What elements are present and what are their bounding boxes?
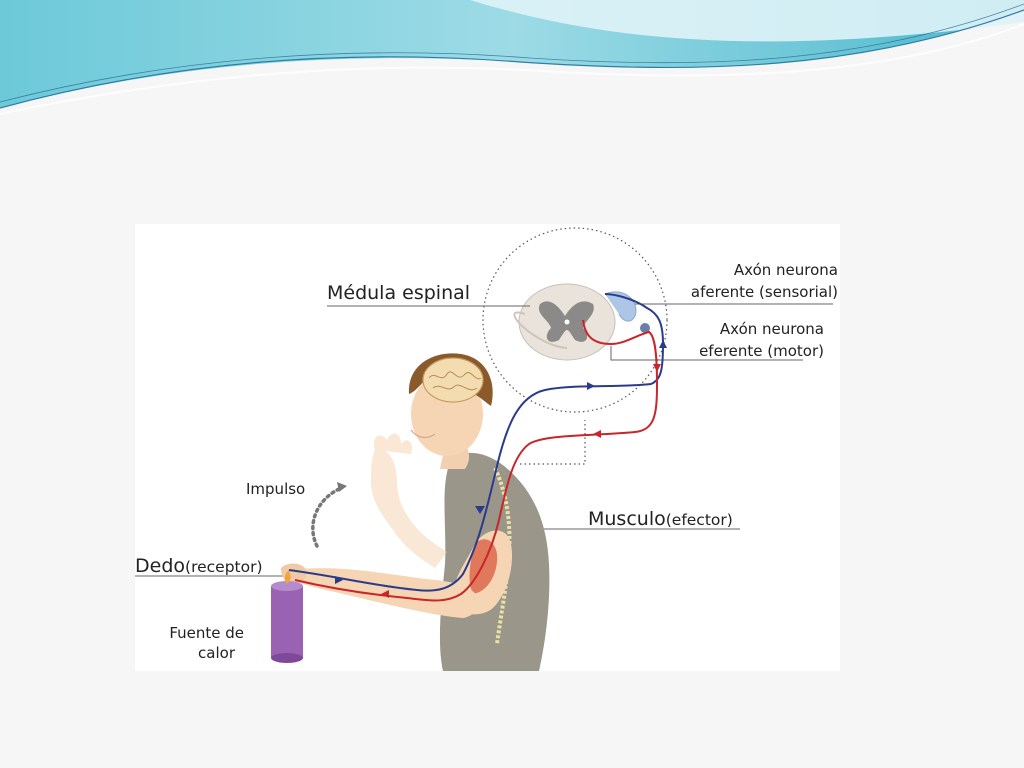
efferent-leader-line [610, 346, 803, 361]
reflex-arc-illustration [135, 227, 833, 671]
spinal-cord-cross-section [513, 283, 616, 361]
magnification-connector [520, 420, 586, 465]
muscle-highlight [469, 539, 498, 594]
afferent-nerve-path [288, 293, 665, 592]
header-wave-decoration [0, 0, 1024, 115]
label-musculo: Musculo(efector) [588, 510, 733, 529]
efferent-direction-markers [381, 364, 661, 598]
flame-icon [284, 570, 291, 584]
head [408, 353, 493, 456]
label-musculo-main: Musculo [588, 508, 666, 530]
afferent-direction-markers [335, 340, 667, 584]
label-heat-line1: Fuente de [169, 624, 244, 642]
raised-hand-ghost [371, 433, 447, 568]
label-heat-line2: calor [198, 644, 235, 662]
magnification-circle [482, 227, 668, 413]
label-afferent-line2: aferente (sensorial) [690, 283, 838, 301]
ganglion [640, 323, 650, 333]
label-dedo-sub: (receptor) [185, 558, 263, 576]
efferent-nerve-path [294, 319, 659, 602]
brain-icon [422, 357, 484, 403]
label-impulso: Impulso [246, 480, 306, 498]
heat-source [271, 570, 303, 663]
reflex-arc-figure: Médula espinal Axón neurona aferente (se… [135, 224, 840, 671]
label-efferent-line2: eferente (motor) [699, 342, 824, 360]
label-medula-espinal: Médula espinal [327, 282, 471, 304]
label-dedo-main: Dedo [135, 555, 186, 577]
label-efferent-line1: Axón neurona [719, 320, 824, 338]
label-dedo: Dedo(receptor) [135, 557, 263, 576]
label-musculo-sub: (efector) [665, 511, 733, 529]
impulse-arrow-icon [311, 482, 347, 548]
label-afferent-line1: Axón neurona [733, 261, 838, 279]
